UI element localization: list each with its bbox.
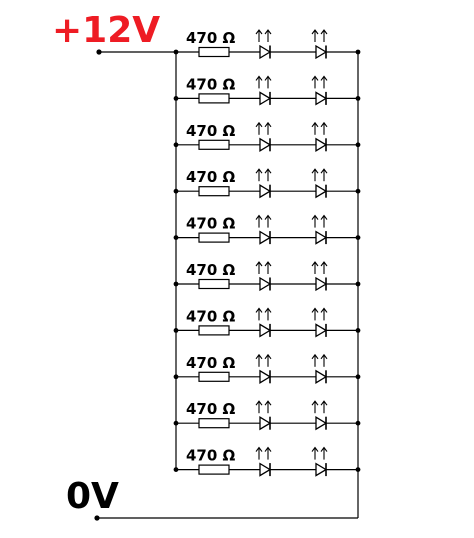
led-icon — [311, 121, 328, 152]
resistor-label: 470 Ω — [186, 307, 236, 325]
led-rows: 470 Ω 470 Ω 470 Ω 470 Ω 470 Ω 470 Ω 470 Ω 470 Ω… — [173, 29, 361, 477]
resistor-label: 470 Ω — [186, 400, 236, 418]
led-icon — [255, 307, 272, 338]
resistor-icon — [198, 186, 230, 197]
led-icon — [255, 168, 272, 199]
resistor-label: 470 Ω — [186, 215, 236, 233]
led-icon — [311, 307, 328, 338]
resistor-label: 470 Ω — [186, 447, 236, 465]
resistor-icon — [198, 232, 230, 243]
led-icon — [255, 261, 272, 292]
resistor-icon — [198, 325, 230, 336]
positive-supply-label: +12V — [52, 10, 160, 51]
led-row: 470 Ω — [173, 29, 361, 60]
led-icon — [311, 214, 328, 245]
led-icon — [311, 29, 328, 60]
ground-terminal — [94, 515, 100, 521]
resistor-label: 470 Ω — [186, 29, 236, 47]
led-row: 470 Ω — [173, 121, 361, 152]
resistor-label: 470 Ω — [186, 75, 236, 93]
led-icon — [255, 29, 272, 60]
led-row: 470 Ω — [173, 75, 361, 106]
led-icon — [255, 400, 272, 431]
resistor-label: 470 Ω — [186, 354, 236, 372]
resistor-label: 470 Ω — [186, 261, 236, 279]
resistor-icon — [198, 93, 230, 104]
resistor-icon — [198, 371, 230, 382]
led-row: 470 Ω — [173, 168, 361, 199]
resistor-icon — [198, 464, 230, 475]
resistor-icon — [198, 139, 230, 150]
led-row: 470 Ω — [173, 446, 361, 477]
resistor-label: 470 Ω — [186, 168, 236, 186]
led-row: 470 Ω — [173, 400, 361, 431]
led-icon — [255, 214, 272, 245]
resistor-icon — [198, 278, 230, 290]
led-icon — [255, 75, 272, 106]
resistor-label: 470 Ω — [186, 122, 236, 140]
led-row: 470 Ω — [173, 307, 361, 338]
led-row: 470 Ω — [173, 353, 361, 384]
led-row: 470 Ω — [173, 261, 361, 292]
ground-supply-label: 0V — [66, 476, 119, 517]
led-icon — [311, 75, 328, 106]
led-icon — [311, 400, 328, 431]
led-icon — [311, 353, 328, 384]
led-icon — [255, 353, 272, 384]
led-row: 470 Ω — [173, 214, 361, 245]
led-icon — [255, 446, 272, 477]
led-icon — [311, 446, 328, 477]
led-icon — [311, 168, 328, 199]
led-icon — [255, 121, 272, 152]
led-icon — [311, 261, 328, 292]
resistor-icon — [198, 46, 230, 58]
resistor-icon — [198, 418, 230, 429]
